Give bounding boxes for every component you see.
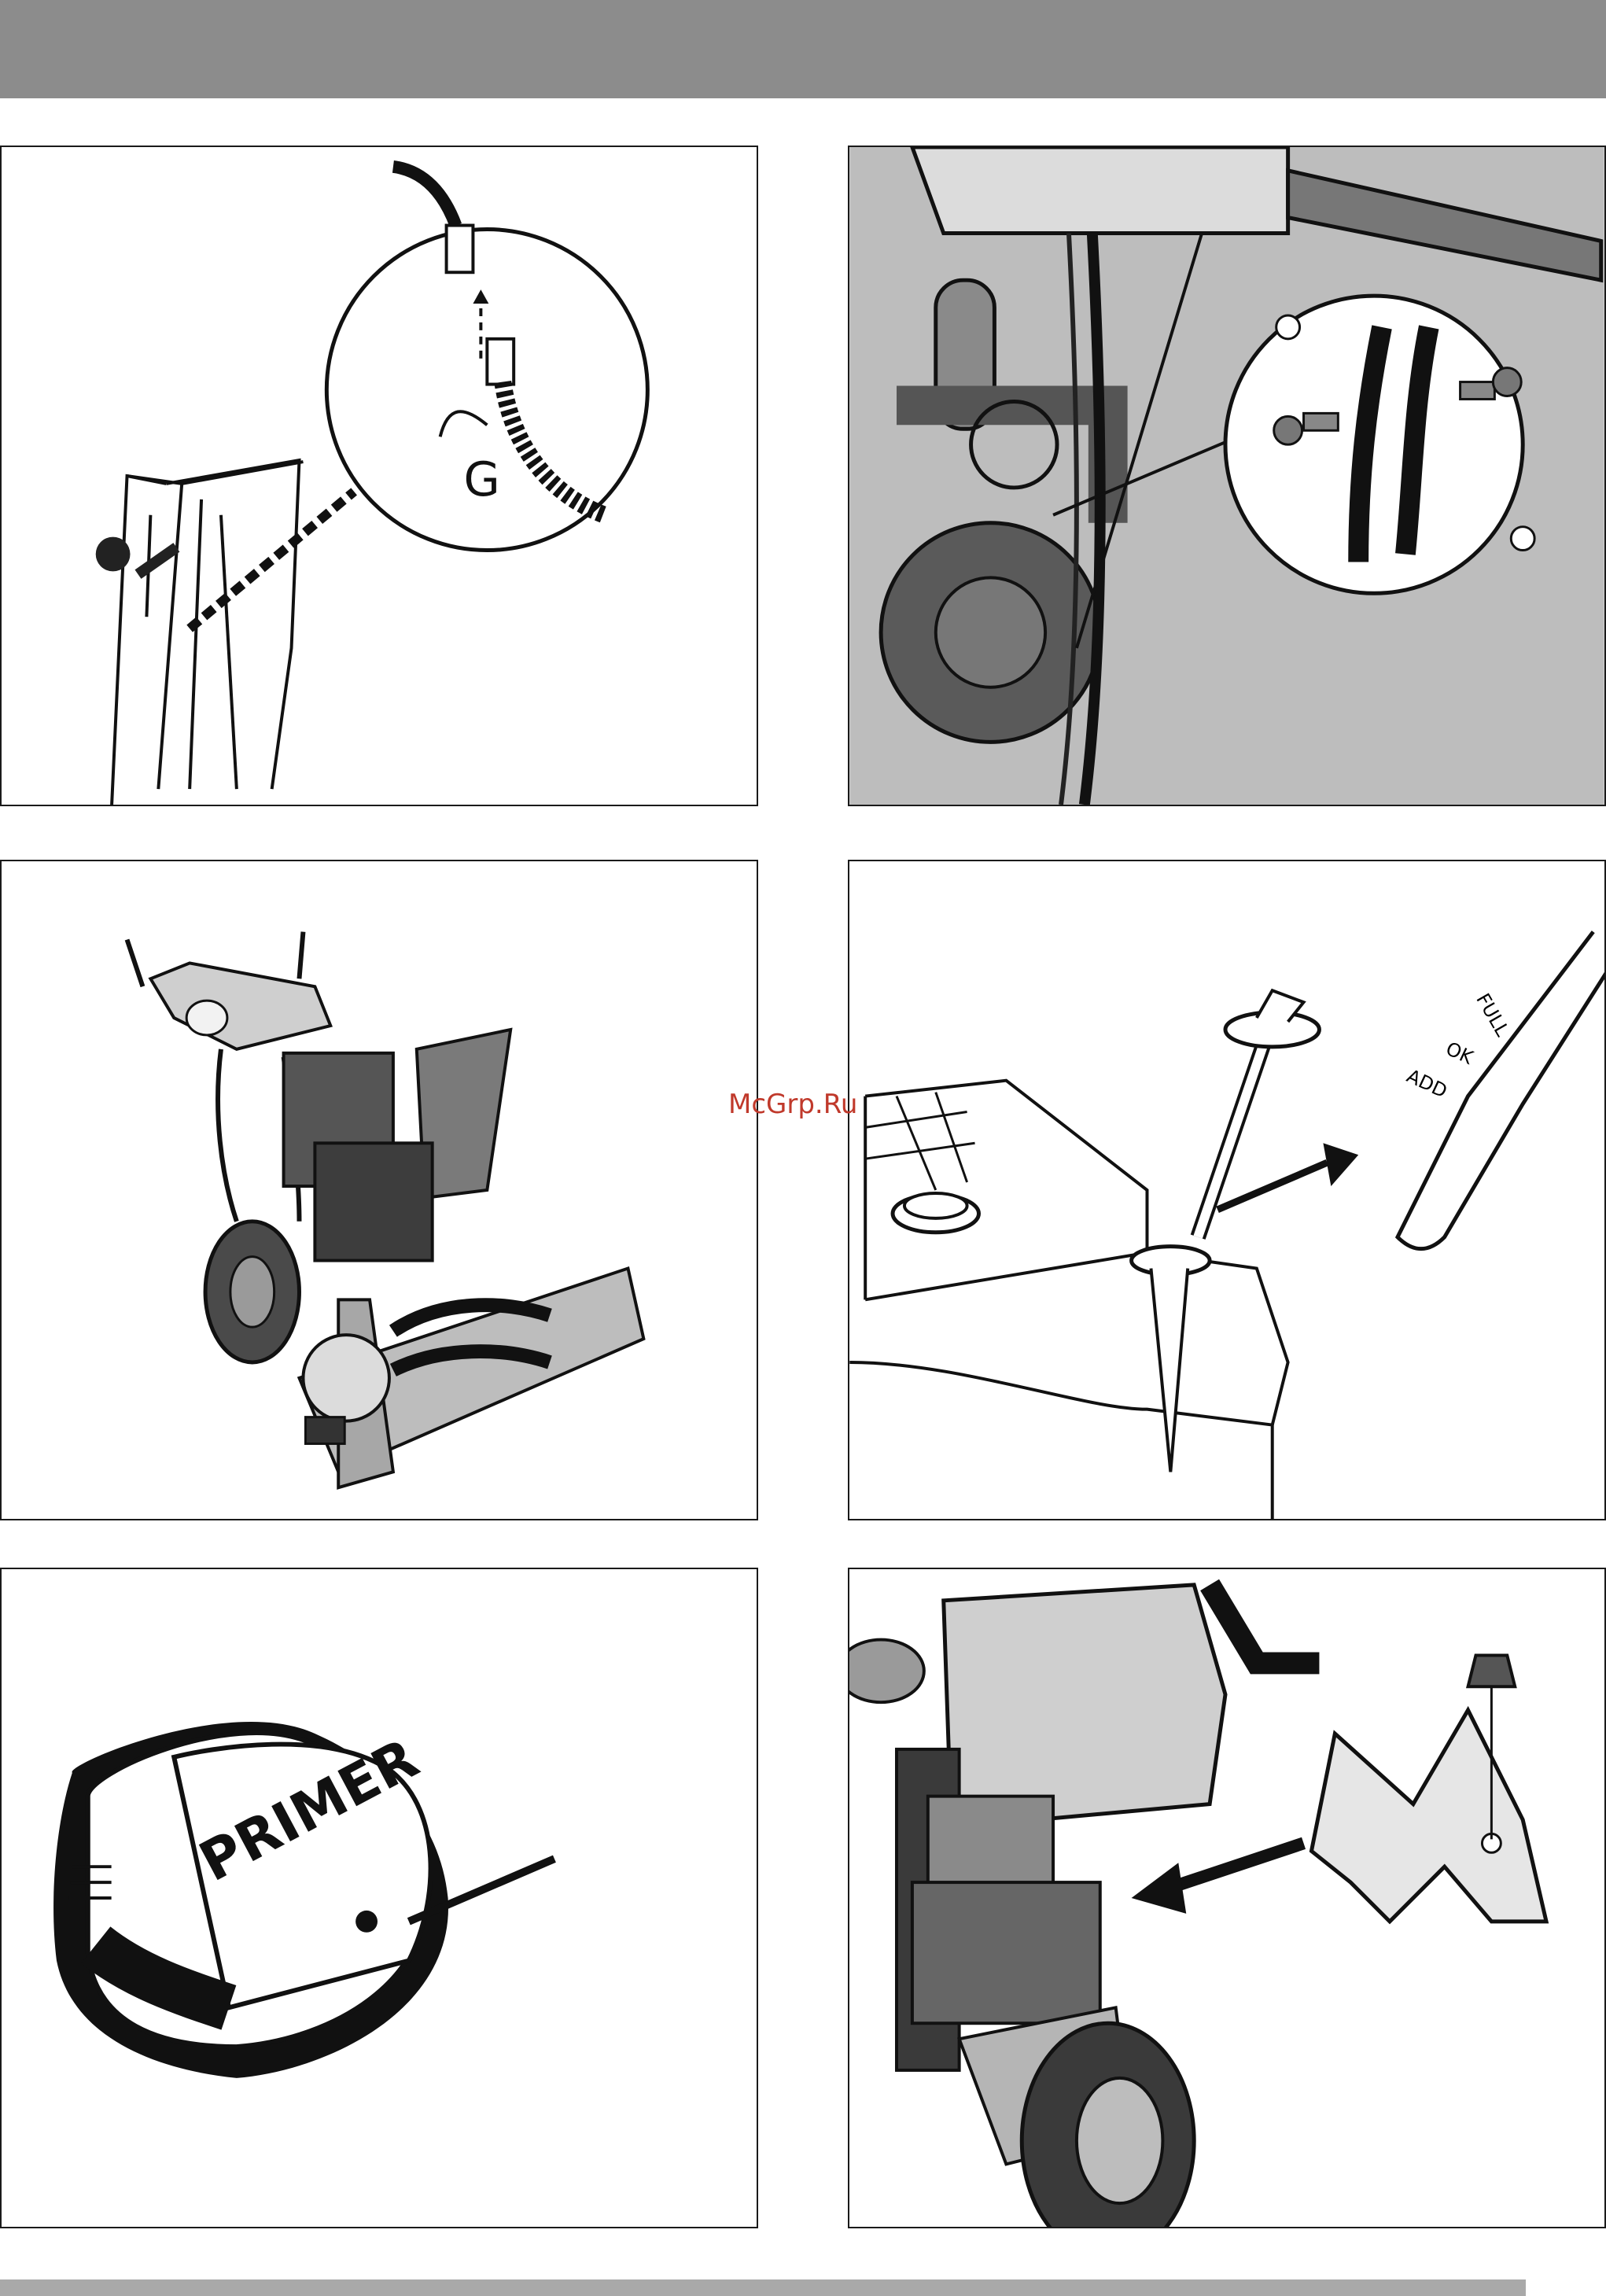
chute-cable-illustration: G bbox=[2, 147, 757, 805]
engine-shield-illustration bbox=[849, 1569, 1604, 2227]
header-bar bbox=[0, 0, 1606, 98]
panel-snowblower-overview bbox=[0, 860, 758, 1520]
dipstick-add-label: ADD bbox=[1403, 1065, 1450, 1103]
panel-primer-bulb: PRIMER bbox=[0, 1568, 758, 2228]
handle-bracket-illustration bbox=[849, 147, 1604, 805]
watermark: McGrp.Ru bbox=[728, 1089, 857, 1120]
primer-illustration: PRIMER bbox=[2, 1569, 757, 2227]
footer-bar bbox=[0, 2279, 1526, 2296]
dipstick-full-label: FULL bbox=[1472, 990, 1514, 1041]
dipstick-illustration: FULL OK ADD bbox=[849, 861, 1604, 1519]
panel-engine-shield-install bbox=[848, 1568, 1606, 2228]
svg-text:G: G bbox=[463, 453, 499, 507]
snowblower-illustration bbox=[2, 861, 757, 1519]
panel-oil-dipstick: FULL OK ADD bbox=[848, 860, 1606, 1520]
panel-chute-cable-connection: G bbox=[0, 146, 758, 806]
dipstick-ok-label: OK bbox=[1442, 1037, 1477, 1070]
panel-handle-bracket-hardware bbox=[848, 146, 1606, 806]
